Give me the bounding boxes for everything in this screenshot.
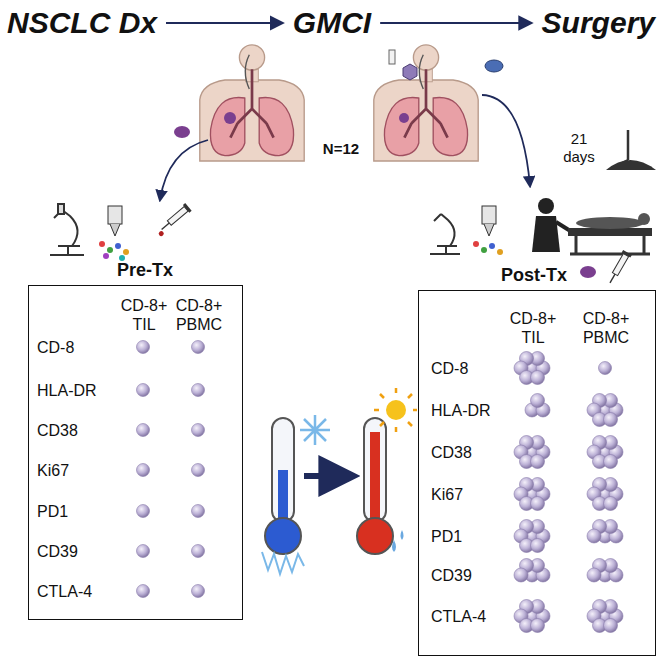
syringe-icon <box>154 203 192 237</box>
change-arrow <box>304 473 352 479</box>
patient-figure <box>200 45 304 161</box>
cytometer-icon <box>99 206 129 261</box>
column-header: CD-8+ TIL <box>500 309 566 347</box>
marker-name: CD38 <box>431 443 472 463</box>
marker-name: Ki67 <box>37 461 69 481</box>
cell-sphere <box>192 424 205 437</box>
column-header: CD-8+ PBMC <box>573 309 639 347</box>
stage-title: NSCLC Dx <box>4 4 160 42</box>
cell-sphere <box>604 413 618 427</box>
stage-name: Surgery <box>542 6 655 40</box>
marker-panel: Pre-TxCD-8+ TILCD-8+ PBMCCD-8HLA-DRCD38K… <box>28 285 243 620</box>
marker-name: CD38 <box>37 421 78 441</box>
marker-name: CD39 <box>431 566 472 586</box>
cell-sphere <box>192 545 205 558</box>
marker-name: CD-8 <box>431 359 468 379</box>
cell-sphere <box>514 568 528 582</box>
cell-sphere <box>192 585 205 598</box>
warm-thermometer <box>357 388 417 554</box>
cell-sphere <box>137 585 150 598</box>
stage-name: GMCI <box>293 6 371 40</box>
cell-sphere <box>531 394 545 408</box>
cell-sphere <box>531 539 545 553</box>
microscope-icon <box>50 204 84 255</box>
marker-name: CTLA-4 <box>37 582 92 602</box>
marker-name: PD1 <box>37 502 68 522</box>
cell-sphere <box>531 619 545 633</box>
patient-figure <box>374 45 478 161</box>
surgery-scene <box>532 130 656 254</box>
panel-heading: Post-Tx <box>501 264 567 286</box>
cytometer-icon <box>473 206 503 255</box>
cell-sphere <box>192 464 205 477</box>
cell-sphere <box>599 362 612 375</box>
marker-name: CTLA-4 <box>431 607 486 627</box>
cell-sphere <box>137 424 150 437</box>
cell-sphere <box>137 384 150 397</box>
flow-arrow <box>166 22 282 24</box>
stage-name: NSCLC Dx <box>7 6 157 40</box>
cell-sphere <box>531 497 545 511</box>
marker-name: CD39 <box>37 542 78 562</box>
cell-sphere <box>587 568 601 582</box>
column-header: CD-8+ PBMC <box>166 296 232 334</box>
flow-arrow <box>380 22 530 24</box>
cell-sphere <box>192 341 205 354</box>
tissue-sample <box>174 126 190 138</box>
interval-label: 21 days <box>556 130 602 166</box>
microscope-icon <box>430 214 460 254</box>
cold-thermometer <box>262 415 330 574</box>
marker-name: CD-8 <box>37 338 74 358</box>
sample-size: N=12 <box>312 140 370 158</box>
stage-title: GMCI <box>290 4 374 42</box>
cell-sphere <box>531 371 545 385</box>
marker-panel: Post-TxCD-8+ TILCD-8+ PBMCCD-8HLA-DRCD38… <box>418 290 656 656</box>
marker-name: Ki67 <box>431 485 463 505</box>
cell-sphere <box>587 529 601 543</box>
panel-heading: Pre-Tx <box>117 259 173 281</box>
vial-icon <box>389 50 395 64</box>
marker-name: HLA-DR <box>37 381 97 401</box>
tumor <box>399 113 409 123</box>
marker-name: PD1 <box>431 527 462 547</box>
stage-title: Surgery <box>539 4 658 42</box>
tumor <box>224 112 236 124</box>
cell-sphere <box>137 505 150 518</box>
cell-sphere <box>604 497 618 511</box>
cell-sphere <box>137 464 150 477</box>
pill-icon <box>485 60 503 72</box>
cell-sphere <box>192 384 205 397</box>
tissue-sample <box>580 266 596 278</box>
cell-sphere <box>531 455 545 469</box>
cell-sphere <box>604 619 618 633</box>
column-header: CD-8+ TIL <box>111 296 177 334</box>
flow-arrow <box>482 95 530 186</box>
cell-clusters <box>137 341 624 633</box>
flow-arrow <box>160 140 208 200</box>
cell-sphere <box>137 341 150 354</box>
syringe-icon <box>606 250 632 285</box>
marker-name: HLA-DR <box>431 401 491 421</box>
virus-icon <box>403 64 417 80</box>
cell-sphere <box>604 455 618 469</box>
cell-sphere <box>192 505 205 518</box>
cell-sphere <box>137 545 150 558</box>
